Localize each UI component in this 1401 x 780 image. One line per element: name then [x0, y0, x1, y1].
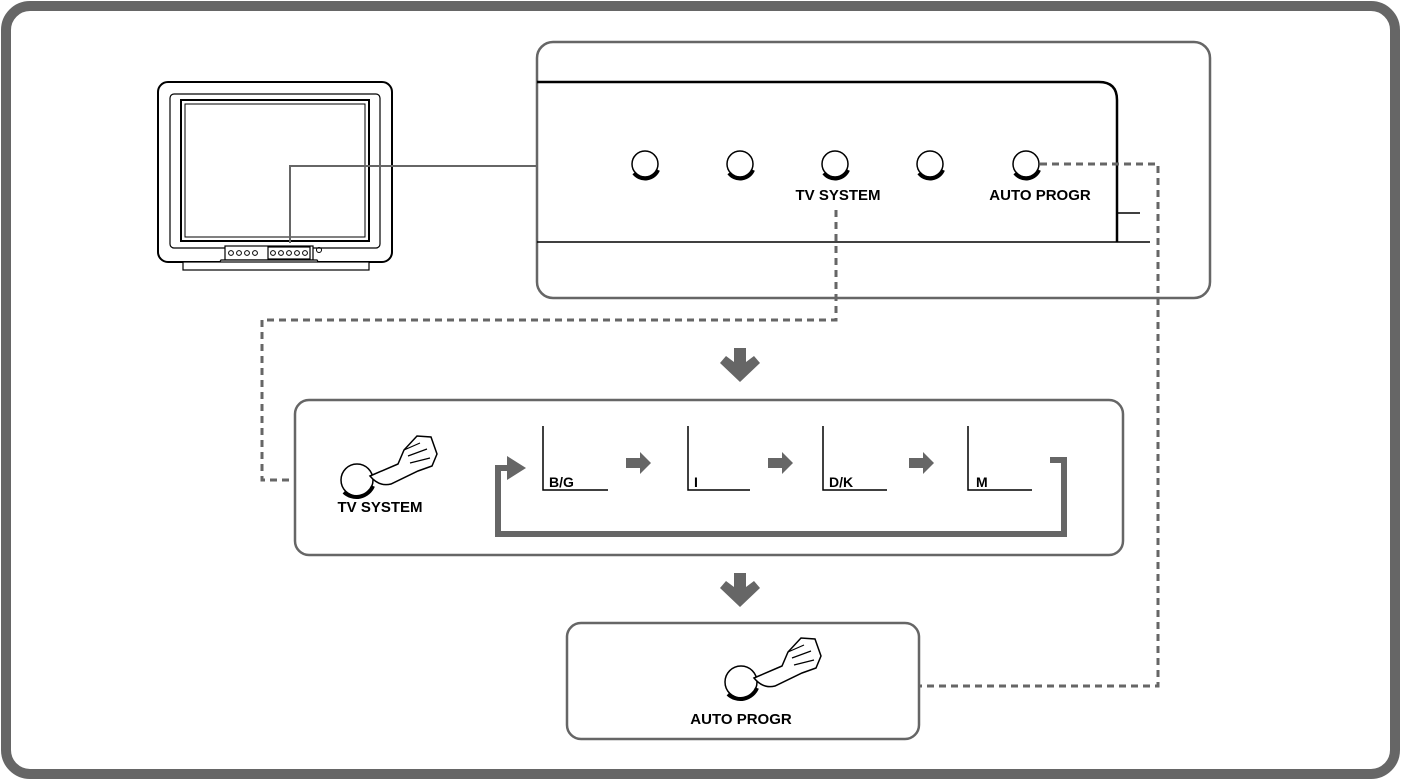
label-auto-progr: AUTO PROGR	[690, 711, 792, 728]
tv-system-step-box	[293, 398, 1125, 557]
panel-label-tv-system: TV SYSTEM	[795, 187, 880, 204]
system-label-m: M	[976, 474, 988, 490]
dashed-connector-tv-system	[260, 210, 838, 492]
down-arrow-icon	[720, 348, 760, 382]
panel-button-2	[726, 150, 755, 181]
label-tv-system: TV SYSTEM	[337, 499, 422, 516]
system-cycle: B/G I D/K M	[495, 426, 1067, 537]
system-indicator-dk: D/K	[822, 426, 887, 491]
panel-button-4	[916, 150, 945, 181]
cycle-loop	[495, 457, 1067, 537]
panel-button-tv-system	[821, 150, 850, 181]
system-label-i: I	[694, 474, 698, 490]
dashed-connector-auto-progr	[825, 162, 1160, 698]
system-indicator-bg: B/G	[542, 426, 608, 491]
system-label-dk: D/K	[829, 474, 853, 490]
panel-button-1	[631, 150, 660, 181]
zoom-connector	[289, 165, 537, 243]
cycle-loop-arrowhead	[507, 456, 526, 480]
television-icon	[157, 81, 393, 271]
finger-press-icon	[724, 637, 822, 701]
finger-press-icon	[340, 435, 438, 499]
panel-label-auto-progr: AUTO PROGR	[989, 187, 1091, 204]
front-panel: TV SYSTEM AUTO PROGR	[535, 40, 1212, 300]
system-indicator-m: M	[967, 426, 1032, 491]
down-arrow-icon	[720, 573, 760, 607]
right-arrow-icon	[909, 452, 934, 474]
right-arrow-icon	[768, 452, 793, 474]
panel-button-auto-progr	[1012, 150, 1041, 181]
right-arrow-icon	[626, 452, 651, 474]
system-indicator-i: I	[687, 426, 750, 491]
system-label-bg: B/G	[549, 474, 574, 490]
